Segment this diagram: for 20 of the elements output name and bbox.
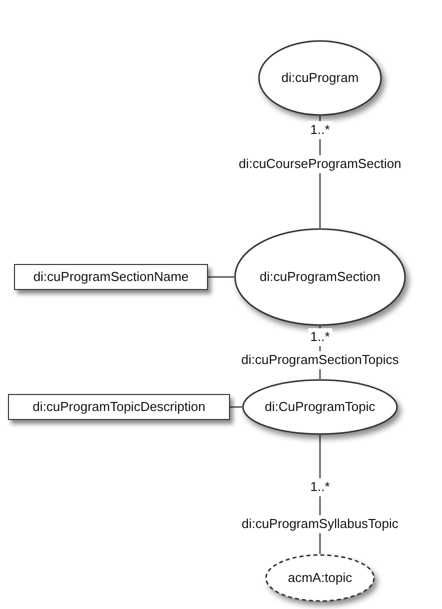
edge-label: di:cuCourseProgramSection <box>236 155 404 173</box>
multiplicity-label: 1..* <box>308 328 332 346</box>
edge-label: di:cuProgramSectionTopics <box>239 351 401 369</box>
class-ellipse <box>265 554 375 602</box>
edge-label: di:cuProgramSyllabusTopic <box>240 515 400 533</box>
property-box <box>8 394 230 420</box>
node-label: di:cuProgramSectionName <box>33 269 189 285</box>
multiplicity-label: 1..* <box>308 478 332 496</box>
connector-line <box>230 406 242 408</box>
multiplicity-label: 1..* <box>308 121 332 139</box>
property-box <box>14 264 208 290</box>
node-label: di:CuProgramTopic <box>264 399 376 415</box>
class-ellipse <box>242 379 398 435</box>
class-ellipse <box>234 228 406 326</box>
node-label: di:cuProgram <box>281 70 359 86</box>
node-label: acmA:topic <box>288 570 352 586</box>
node-label: di:cuProgramSection <box>260 269 380 285</box>
class-ellipse <box>258 40 382 116</box>
node-label: di:cuProgramTopicDescription <box>32 399 206 415</box>
connector-line <box>208 276 234 278</box>
